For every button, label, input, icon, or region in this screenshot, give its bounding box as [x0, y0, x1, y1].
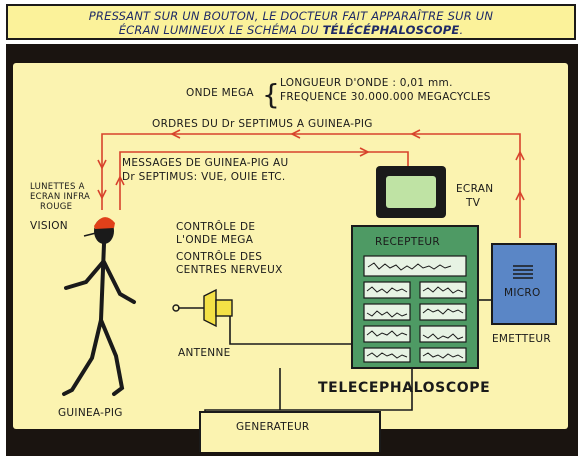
- signal-lines: [97, 129, 525, 238]
- frequence-label: FREQUENCE 30.000.000 MEGACYCLES: [280, 91, 491, 103]
- signal-display-grid: [363, 281, 467, 363]
- emetteur-box: [491, 243, 557, 325]
- longueur-onde-label: LONGUEUR D'ONDE : 0,01 mm.: [280, 77, 453, 89]
- microphone-grille-icon: [513, 265, 533, 279]
- brace-icon: {: [262, 78, 280, 111]
- messages-label-line-1: MESSAGES DE GUINEA-PIG AU: [122, 157, 288, 169]
- micro-label: MICRO: [504, 287, 541, 299]
- arrow-icon: [115, 175, 125, 186]
- arrow-icon: [410, 129, 421, 139]
- lunettes-label-line-2: ECRAN INFRA: [30, 192, 90, 202]
- antenna-icon: [172, 288, 233, 328]
- caption-box: PRESSANT SUR UN BOUTON, LE DOCTEUR FAIT …: [6, 4, 576, 40]
- arrow-icon: [97, 189, 107, 200]
- recepteur-label: RECEPTEUR: [375, 236, 440, 248]
- controle-onde-line-2: L'ONDE MEGA: [176, 234, 254, 246]
- antenna-cable: [229, 312, 352, 345]
- caption-line-2-prefix: ÉCRAN LUMINEUX LE SCHÉMA DU: [118, 23, 323, 37]
- arrow-icon: [359, 147, 370, 157]
- messages-signal-line: [119, 151, 409, 210]
- recepteur-console: [351, 225, 479, 369]
- infrared-goggles-icon: [94, 217, 115, 229]
- lunettes-label-line-3: ROUGE: [40, 202, 72, 212]
- generateur-box: [199, 411, 381, 452]
- lunettes-label-line-1: LUNETTES A: [30, 182, 85, 192]
- guinea-pig-label: GUINEA-PIG: [58, 407, 123, 419]
- caption-emphasis: TÉLÉCÉPHALOSCOPE: [322, 23, 460, 37]
- ordres-label: ORDRES DU Dr SEPTIMUS A GUINEA-PIG: [152, 118, 373, 130]
- controle-centres-line-1: CONTRÔLE DES: [176, 250, 262, 263]
- guinea-pig-figure: [62, 217, 136, 396]
- emetteur-label: EMETTEUR: [492, 333, 551, 345]
- onde-mega-label: ONDE MEGA: [186, 87, 254, 99]
- arrow-icon: [515, 190, 525, 201]
- ecran-label-line-2: TV: [465, 197, 481, 209]
- caption-line-2-suffix: .: [459, 23, 464, 37]
- arrow-icon: [97, 159, 107, 170]
- arrow-icon: [515, 150, 525, 161]
- vision-label: VISION: [30, 220, 68, 232]
- controle-onde-line-1: CONTRÔLE DE: [176, 220, 255, 233]
- messages-label-line-2: Dr SEPTIMUS: VUE, OUIE ETC.: [122, 171, 286, 183]
- caption-line-1: PRESSANT SUR UN BOUTON, LE DOCTEUR FAIT …: [88, 9, 494, 23]
- arrow-icon: [170, 129, 181, 139]
- generateur-label: GENERATEUR: [236, 421, 310, 433]
- controle-centres-line-2: CENTRES NERVEUX: [176, 264, 283, 276]
- ecran-label-line-1: ECRAN: [456, 183, 493, 195]
- tv-screen: [376, 166, 446, 218]
- telecephaloscope-label: TELECEPHALOSCOPE: [318, 380, 490, 396]
- ordres-signal-line: [101, 133, 521, 238]
- antenne-label: ANTENNE: [178, 347, 231, 359]
- arrow-icon: [290, 129, 301, 139]
- caption-line-2: ÉCRAN LUMINEUX LE SCHÉMA DU TÉLÉCÉPHALOS…: [8, 23, 574, 37]
